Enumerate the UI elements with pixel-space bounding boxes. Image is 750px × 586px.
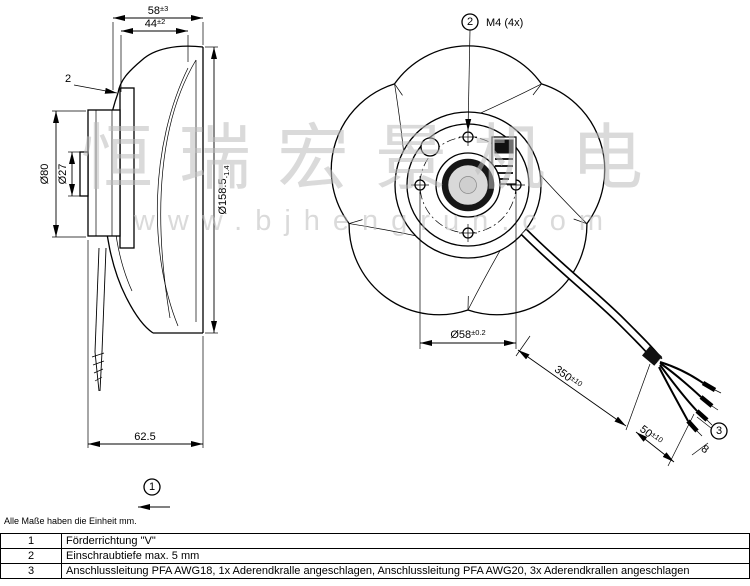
dim-58b: Ø58±0.2	[419, 192, 517, 349]
table-row: 3 Anschlussleitung PFA AWG18, 1x Aderend…	[0, 563, 750, 579]
dim-2: 2	[65, 73, 118, 94]
callout-2: 2 M4 (4x)	[461, 13, 523, 132]
dim-625: 62.5	[87, 240, 204, 448]
callout-2-label: 2	[467, 16, 473, 28]
callout-1: 1	[138, 478, 170, 510]
callout-1-label: 1	[149, 481, 155, 493]
dim-80: Ø80	[39, 110, 86, 238]
cable-clamp	[642, 346, 662, 366]
shaft-boss	[79, 151, 89, 197]
dim-58b-label: Ø58±0.2	[450, 328, 485, 341]
shaft-center	[459, 176, 477, 194]
units-note: Alle Maße haben die Einheit mm.	[4, 516, 137, 526]
row-text: Förderrichtung "V"	[61, 533, 750, 549]
front-view: 2 M4 (4x) Ø58±0.2	[330, 13, 728, 467]
side-cable	[91, 247, 107, 392]
mounting-plate	[119, 87, 135, 249]
dim-8-label: 8	[699, 443, 711, 456]
dim-27-label: Ø27	[57, 164, 69, 185]
motor-body	[87, 109, 121, 237]
row-text: Einschraubtiefe max. 5 mm	[61, 548, 750, 564]
nameplate	[491, 136, 517, 185]
row-text: Anschlussleitung PFA AWG18, 1x Aderendkr…	[61, 563, 750, 579]
hub	[394, 111, 542, 259]
row-number: 3	[0, 563, 62, 579]
callout-3: 3	[696, 416, 728, 440]
dim-50: 50±10	[635, 413, 695, 467]
table-row: 1 Förderrichtung "V"	[0, 533, 750, 549]
callout-3-label: 3	[716, 425, 722, 437]
dim-44: 44±2	[120, 17, 189, 92]
dim-58-label: 58±3	[148, 4, 169, 17]
dim-158-label: Ø158.5-1.4	[217, 165, 231, 214]
dim-80-label: Ø80	[39, 164, 51, 185]
hub-port	[420, 137, 440, 157]
mounting-holes	[411, 128, 525, 242]
dim-44-label: 44±2	[145, 17, 166, 30]
dim-625-label: 62.5	[134, 431, 155, 443]
dim-8: 8	[691, 442, 711, 456]
dim-2-label: 2	[65, 73, 71, 85]
dim-158: Ø158.5-1.4	[205, 46, 231, 334]
row-number: 1	[0, 533, 62, 549]
m4-label: M4 (4x)	[486, 17, 523, 29]
table-row: 2 Einschraubtiefe max. 5 mm	[0, 548, 750, 564]
lead-wires	[520, 228, 722, 437]
dim-350: 350±10	[515, 335, 651, 431]
row-number: 2	[0, 548, 62, 564]
dim-58: 58±3	[112, 4, 204, 90]
dim-27: Ø27	[57, 151, 80, 197]
side-view: 58±3 44±2 2 Ø80	[39, 4, 231, 510]
notes-table: 1 Förderrichtung "V" 2 Einschraubtiefe m…	[0, 533, 750, 579]
